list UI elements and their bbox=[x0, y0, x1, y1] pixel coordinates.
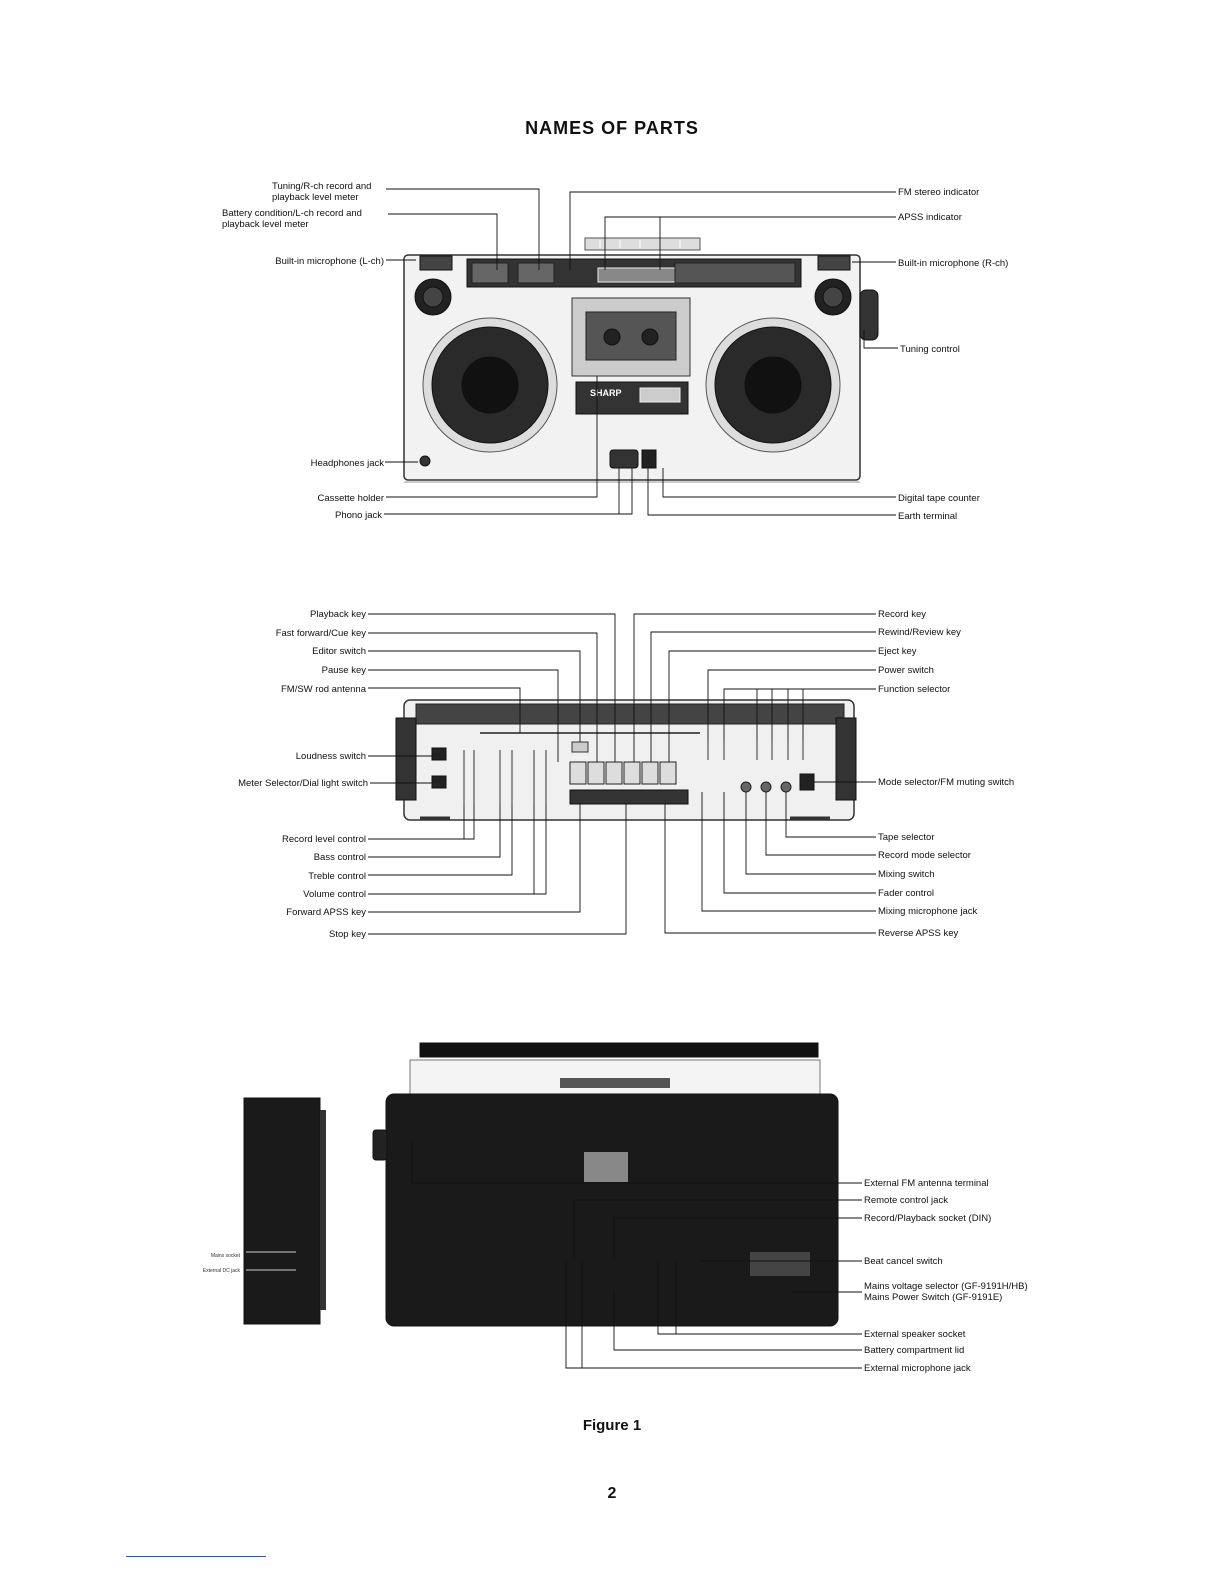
mic-grille-left bbox=[419, 255, 453, 271]
label-volume-control: Volume control bbox=[303, 889, 366, 900]
label-mic-l: Built-in microphone (L-ch) bbox=[275, 256, 384, 267]
key-1 bbox=[569, 761, 587, 785]
tuning-dial bbox=[674, 262, 796, 284]
top-keys bbox=[584, 237, 701, 251]
level-meter-right bbox=[517, 262, 555, 284]
label-earth-terminal: Earth terminal bbox=[898, 511, 958, 522]
key-3 bbox=[605, 761, 623, 785]
label-pause-key: Pause key bbox=[321, 665, 366, 676]
label-phono-jack: Phono jack bbox=[334, 510, 382, 521]
side-left bbox=[395, 717, 417, 801]
headphones-jack bbox=[419, 455, 431, 467]
mode-selector bbox=[799, 773, 815, 791]
rating-label bbox=[584, 1152, 628, 1182]
mic-grille-right bbox=[817, 255, 851, 271]
key-2 bbox=[587, 761, 605, 785]
label-external-dc-jack: External DC jack bbox=[202, 1268, 240, 1274]
page-title: NAMES OF PARTS bbox=[525, 118, 699, 138]
label-record-level: Record level control bbox=[282, 834, 366, 845]
phono-jack bbox=[609, 449, 639, 469]
label-ext-fm-antenna: External FM antenna terminal bbox=[864, 1178, 989, 1189]
label-battery-meter: Battery condition/L-ch record and playba… bbox=[222, 208, 362, 230]
label-record-playback-socket: Record/Playback socket (DIN) bbox=[864, 1213, 992, 1224]
earth-terminal bbox=[641, 449, 657, 469]
label-apss-indicator: APSS indicator bbox=[898, 212, 962, 223]
front-leader-lines bbox=[384, 188, 898, 516]
loudness-switch bbox=[431, 747, 447, 761]
front-view: SHARP bbox=[403, 237, 879, 483]
label-tape-selector: Tape selector bbox=[878, 832, 935, 843]
rear-knob bbox=[372, 1129, 388, 1161]
side-view bbox=[243, 1097, 321, 1325]
figure-caption: Figure 1 bbox=[582, 1417, 642, 1434]
brand-name: SHARP bbox=[590, 388, 622, 398]
label-forward-apss-key: Forward APSS key bbox=[286, 907, 366, 918]
label-record-key: Record key bbox=[878, 609, 927, 620]
label-stop-key: Stop key bbox=[329, 929, 366, 940]
label-rewind-key: Rewind/Review key bbox=[878, 627, 961, 638]
key-4 bbox=[623, 761, 641, 785]
editor-switch bbox=[571, 741, 589, 753]
page-number: 2 bbox=[607, 1485, 617, 1502]
label-tuning-control: Tuning control bbox=[900, 344, 960, 355]
key-5 bbox=[641, 761, 659, 785]
top-view bbox=[395, 699, 857, 821]
label-fm-stereo-indicator: FM stereo indicator bbox=[898, 187, 980, 198]
label-power-switch: Power switch bbox=[878, 665, 934, 676]
label-record-mode-selector: Record mode selector bbox=[878, 850, 971, 861]
label-mic-r: Built-in microphone (R-ch) bbox=[898, 258, 1009, 269]
tuning-knob bbox=[859, 289, 879, 341]
label-bass-control: Bass control bbox=[313, 852, 366, 863]
rear-handle bbox=[419, 1042, 819, 1058]
rear-view bbox=[243, 1042, 839, 1327]
label-fader-control: Fader control bbox=[878, 888, 934, 899]
label-mains-voltage: Mains voltage selector (GF-9191H/HB) Mai… bbox=[864, 1281, 1028, 1303]
apss-indicator bbox=[597, 267, 679, 283]
label-mixing-mic-jack: Mixing microphone jack bbox=[878, 906, 978, 917]
label-function-selector: Function selector bbox=[878, 684, 951, 695]
label-digital-tape-counter: Digital tape counter bbox=[898, 493, 980, 504]
voltage-label bbox=[750, 1252, 810, 1276]
label-beat-cancel: Beat cancel switch bbox=[864, 1256, 943, 1267]
label-battery-lid: Battery compartment lid bbox=[864, 1345, 965, 1356]
label-eject-key: Eject key bbox=[878, 646, 917, 657]
label-meter-selector: Meter Selector/Dial light switch bbox=[238, 778, 368, 789]
label-mains-socket: Mains socket bbox=[210, 1253, 240, 1259]
label-headphones-jack: Headphones jack bbox=[310, 458, 384, 469]
tape-counter bbox=[639, 387, 681, 403]
label-remote-control-jack: Remote control jack bbox=[864, 1195, 948, 1206]
top-leader-lines bbox=[368, 613, 876, 935]
label-reverse-apss-key: Reverse APSS key bbox=[878, 928, 959, 939]
label-rod-antenna: FM/SW rod antenna bbox=[280, 684, 366, 695]
footer-rule bbox=[126, 1556, 266, 1557]
label-editor-switch: Editor switch bbox=[312, 646, 366, 657]
rear-leader-lines bbox=[411, 1140, 862, 1369]
label-ext-speaker-socket: External speaker socket bbox=[864, 1329, 966, 1340]
rear-body bbox=[385, 1093, 839, 1327]
meter-selector bbox=[431, 775, 447, 789]
label-playback-key: Playback key bbox=[310, 609, 366, 620]
key-6 bbox=[659, 761, 677, 785]
label-mode-selector: Mode selector/FM muting switch bbox=[878, 777, 1015, 788]
apss-keys bbox=[569, 789, 689, 805]
label-cassette-holder: Cassette holder bbox=[317, 493, 384, 504]
label-fast-forward-key: Fast forward/Cue key bbox=[275, 628, 366, 639]
label-tuning-meter: Tuning/R-ch record and playback level me… bbox=[272, 181, 372, 203]
handle-bar bbox=[415, 703, 845, 725]
label-treble-control: Treble control bbox=[308, 871, 366, 882]
side-right bbox=[835, 717, 857, 801]
label-ext-mic-jack: External microphone jack bbox=[864, 1363, 971, 1374]
level-meter-left bbox=[471, 262, 509, 284]
label-mixing-switch: Mixing switch bbox=[878, 869, 935, 880]
label-loudness-switch: Loudness switch bbox=[295, 751, 366, 762]
